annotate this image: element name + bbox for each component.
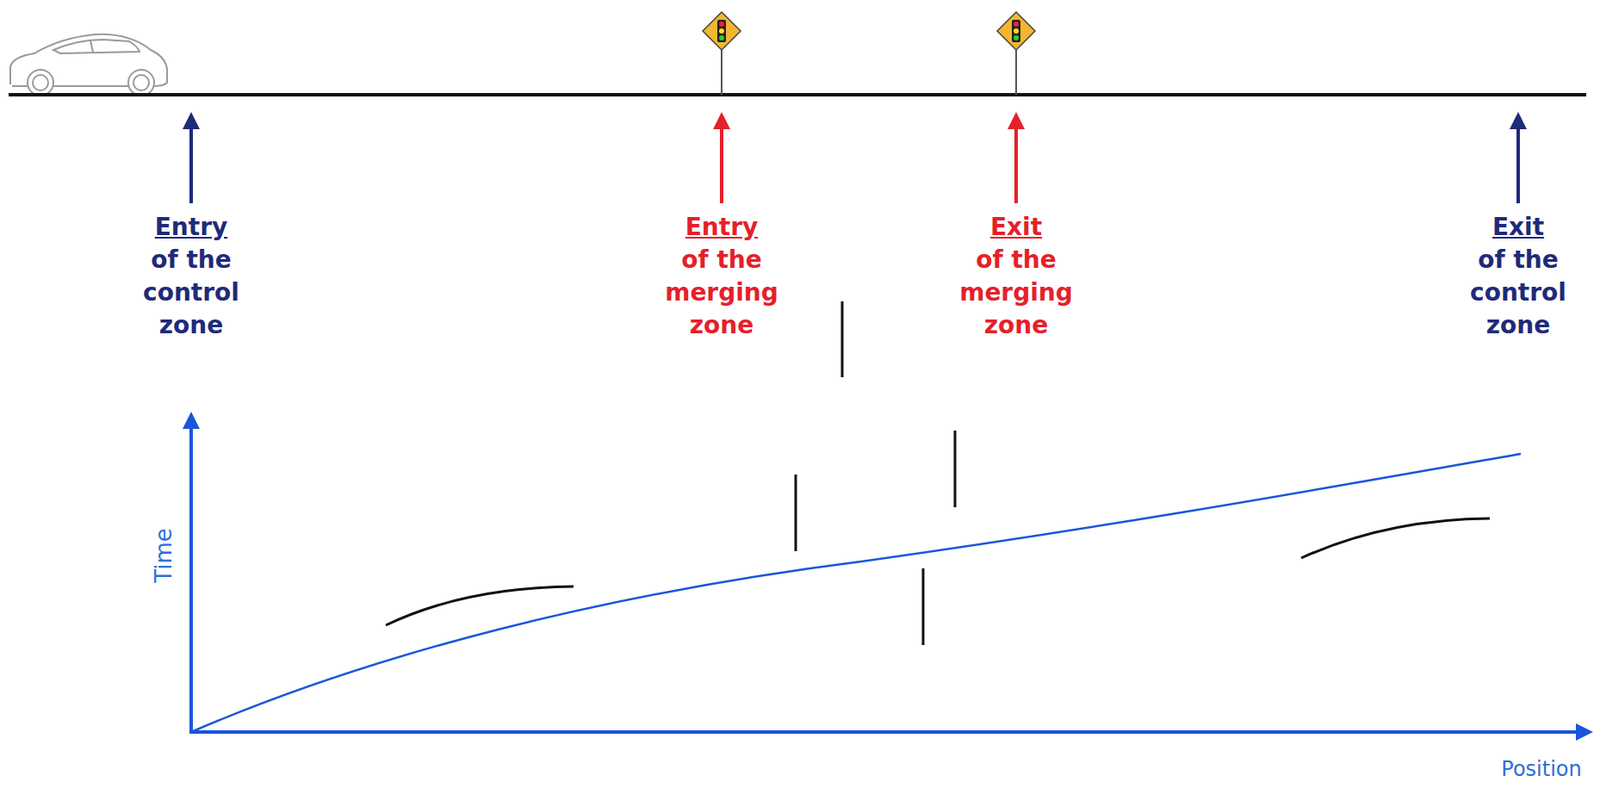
zone-label: zone (689, 309, 754, 342)
road-line (8, 93, 1587, 97)
zone-label: zone (1486, 309, 1551, 342)
car-outline (10, 34, 168, 96)
zone-label: of the (150, 243, 231, 276)
zone-label: Entry (155, 210, 229, 243)
zone-label: of the (1477, 243, 1558, 276)
traffic-sign (997, 12, 1036, 95)
zone-label: Entry (685, 210, 759, 243)
position-axis (189, 730, 1590, 734)
zone-label: merging (664, 276, 779, 309)
zone-label: control (142, 276, 240, 309)
pointer-arrow (189, 115, 193, 204)
zone-label: zone (984, 309, 1049, 342)
axis-label: Position (1500, 753, 1582, 786)
trajectory-curve (191, 453, 1521, 732)
segment-marks (385, 301, 1490, 645)
axis-label: Time (150, 527, 177, 583)
zone-label: zone (159, 309, 224, 342)
time-axis (189, 415, 193, 733)
zone-label: control (1469, 276, 1567, 309)
pointer-arrow (1014, 115, 1018, 204)
zone-label: of the (975, 243, 1056, 276)
zone-label: merging (959, 276, 1073, 309)
zone-label: Exit (1492, 210, 1545, 243)
pointer-arrow (1516, 115, 1520, 204)
zone-label: Exit (990, 210, 1042, 243)
zone-label: of the (681, 243, 762, 276)
traffic-sign (702, 12, 741, 95)
pointer-arrow (719, 115, 724, 204)
